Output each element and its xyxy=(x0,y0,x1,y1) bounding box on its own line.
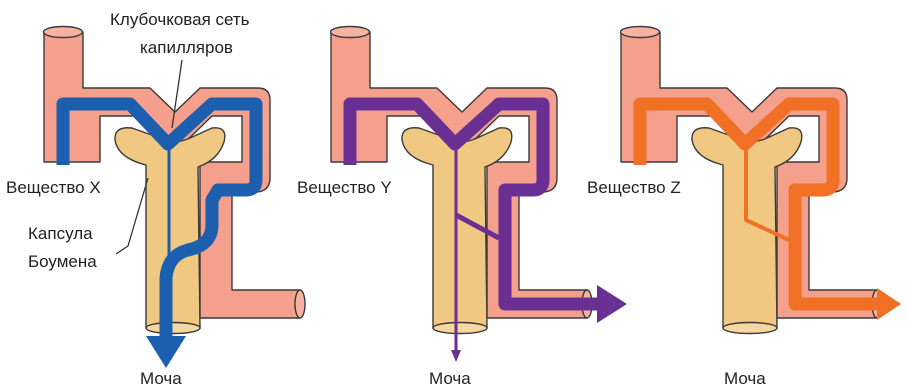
label-substance-x: Вещество X xyxy=(6,178,101,197)
nephron-z: Вещество Z Моча xyxy=(587,27,901,385)
vessel-arrow-y xyxy=(597,285,627,323)
label-substance-y: Вещество Y xyxy=(297,178,392,197)
nephron-x: Вещество X Моча xyxy=(6,27,305,385)
nephron-y: Вещество Y Моча xyxy=(297,27,627,385)
label-urine-x: Моча xyxy=(140,369,182,385)
label-bowman-capsule-line2: Боумена xyxy=(28,252,97,271)
label-glomerular-capillaries-line2: капилляров xyxy=(140,38,233,57)
label-urine-y: Моча xyxy=(429,369,471,385)
label-substance-z: Вещество Z xyxy=(587,178,681,197)
label-glomerular-capillaries-line1: Клубочковая сеть xyxy=(110,10,250,29)
label-urine-z: Моча xyxy=(724,369,766,385)
label-bowman-capsule-line1: Капсула xyxy=(28,224,93,243)
urine-arrow-x xyxy=(146,336,186,368)
pointer-bowman-capsule xyxy=(116,178,148,254)
vessel-arrow-z xyxy=(877,288,901,320)
urine-arrow-y xyxy=(451,350,461,362)
